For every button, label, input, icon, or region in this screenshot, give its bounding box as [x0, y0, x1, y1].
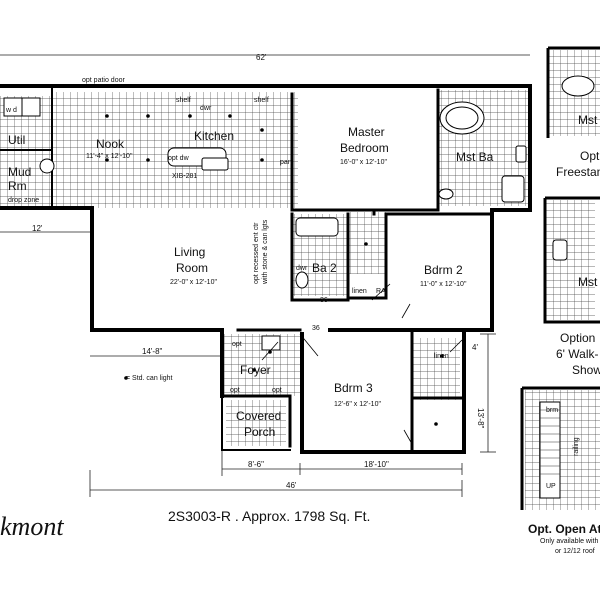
note-drop-zone: drop zone — [8, 197, 39, 204]
room-nook-name: Nook — [96, 137, 125, 151]
room-bdrm2-name: Bdrm 2 — [424, 263, 463, 277]
note-opt-dw: opt dw — [168, 155, 190, 162]
option-b-title-2: 6' Walk- — [556, 347, 599, 361]
room-master-name: Master — [348, 125, 385, 139]
room-bdrm2-size: 11'-0" x 12'-10" — [420, 281, 467, 288]
note-linen-2: linen — [434, 353, 449, 360]
dim-13-8: 13'-8" — [476, 408, 485, 429]
room-bdrm3-name: Bdrm 3 — [334, 381, 373, 395]
stair-treads — [540, 409, 560, 475]
note-dwr-2: dwr — [296, 265, 308, 272]
room-nook-size: 11'-4" x 12'-10" — [86, 153, 133, 160]
dimension-lines — [0, 54, 530, 497]
note-opt-3: opt — [272, 387, 282, 394]
dim-overall-top: 62' — [256, 53, 267, 62]
room-bdrm3-size: 12'-6" x 12'-10" — [334, 401, 381, 408]
option-a-mst: Mst — [578, 113, 598, 127]
note-railing: railing — [573, 437, 580, 456]
note-wd: w d — [5, 107, 17, 114]
can-lights — [105, 114, 444, 426]
room-ba2-name: Ba 2 — [312, 261, 337, 275]
option-b-title-1: Option — [560, 331, 595, 345]
room-living-name: Living — [174, 245, 205, 259]
option-a-title-1: Opt — [580, 149, 600, 163]
dim-8-6: 8'-6" — [248, 460, 264, 469]
dim-14-8: 14'-8" — [142, 347, 163, 356]
walls — [0, 84, 532, 454]
room-living-size: 22'-0" x 12'-10" — [170, 279, 217, 286]
room-porch-name: Covered — [236, 409, 281, 423]
door-swings — [261, 283, 463, 445]
note-linen-1: linen — [352, 288, 367, 295]
room-util-name: Util — [8, 133, 25, 147]
room-porch-name2: Porch — [244, 425, 275, 439]
note-opt-1: opt — [232, 341, 242, 348]
note-legend: = Std. can light — [126, 375, 173, 382]
room-living-name2: Room — [176, 261, 208, 275]
room-mst-ba-name: Mst Ba — [456, 150, 494, 164]
room-kitchen-name: Kitchen — [194, 129, 234, 143]
note-recessed-1: opt recessed ent ctr — [253, 222, 260, 284]
dim-left-12: 12' — [32, 224, 43, 233]
note-36-b: 36 — [312, 325, 320, 332]
room-mud-name2: Rm — [8, 179, 27, 193]
dim-4: 4' — [472, 343, 478, 352]
dim-overall-bottom: 46' — [286, 481, 297, 490]
option-b-title-3: Show — [572, 363, 600, 377]
room-mud-name: Mud — [8, 165, 31, 179]
option-outlines — [520, 46, 600, 510]
plan-name-fragment: kmont — [0, 512, 64, 541]
note-shelf-1: shelf — [176, 97, 191, 104]
note-island: XIB-281 — [172, 173, 197, 180]
note-brm: brm — [546, 407, 558, 414]
note-36-a: 36 — [320, 297, 328, 304]
room-master-name2: Bedroom — [340, 141, 389, 155]
dim-18-10: 18'-10" — [364, 460, 389, 469]
note-ra: RA — [376, 288, 386, 295]
plan-info: 2S3003-R . Approx. 1798 Sq. Ft. — [168, 508, 371, 524]
note-shelf-2: shelf — [254, 97, 269, 104]
note-dw: dwr — [200, 105, 212, 112]
option-b-mst: Mst — [578, 275, 598, 289]
room-master-size: 16'-0" x 12'-10" — [340, 159, 387, 166]
note-pan: pan — [280, 159, 292, 166]
option-a-title-2: Freestand — [556, 165, 600, 179]
option-attic-title: Opt. Open At — [528, 522, 600, 536]
option-attic-note-1: Only available with — [540, 538, 599, 545]
note-patio-door: opt patio door — [82, 77, 125, 84]
note-up: UP — [546, 483, 556, 490]
note-recessed-2: with stone & can lgts — [262, 219, 269, 285]
room-foyer-name: Foyer — [240, 363, 271, 377]
option-attic-note-2: or 12/12 roof — [555, 548, 595, 555]
note-opt-2: opt — [230, 387, 240, 394]
